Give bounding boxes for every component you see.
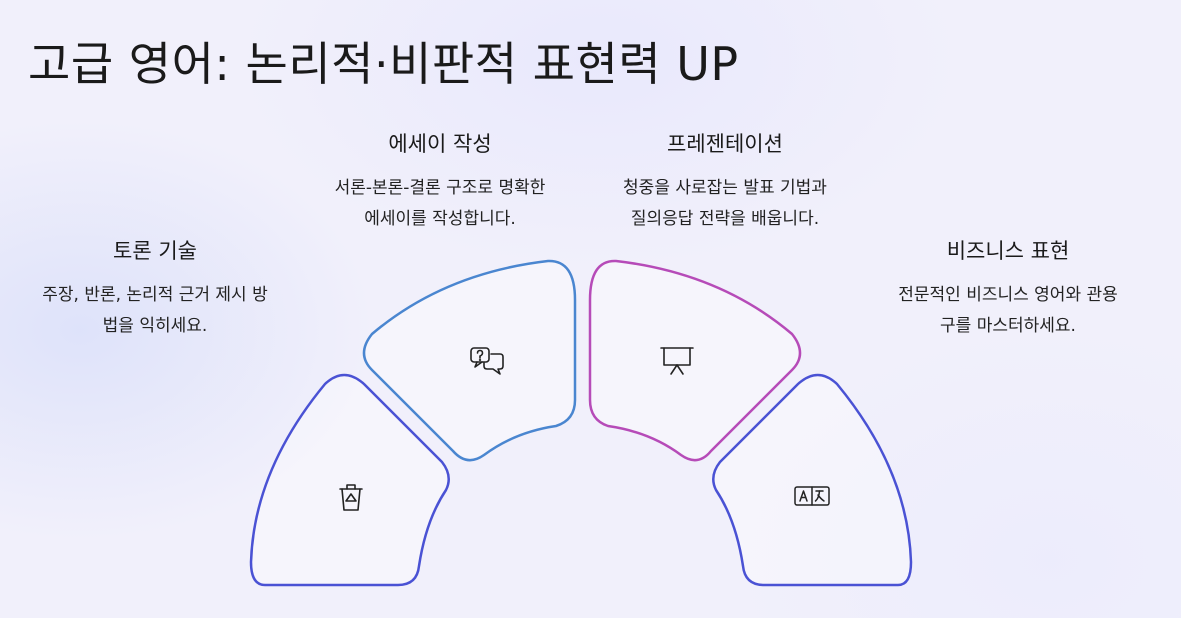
segment-presentation[interactable] <box>588 259 802 462</box>
label-essay: 에세이 작성 서론-본론-결론 구조로 명확한 에세이를 작성합니다. <box>300 129 580 235</box>
segment-debate[interactable] <box>249 373 450 587</box>
label-presentation: 프레젠테이션 청중을 사로잡는 발표 기법과 질의응답 전략을 배웁니다. <box>590 129 860 235</box>
page-title: 고급 영어: 논리적·비판적 표현력 UP <box>28 37 739 91</box>
speech-bubbles-icon <box>470 347 504 375</box>
label-debate-title: 토론 기술 <box>113 239 197 263</box>
label-business-desc-line: 전문적인 비즈니스 영어와 관용 <box>898 285 1118 305</box>
label-essay-desc-line: 서론-본론-결론 구조로 명확한 <box>334 178 546 198</box>
label-essay-title: 에세이 작성 <box>388 132 492 156</box>
segment-business[interactable] <box>712 373 913 587</box>
label-business-desc-line: 구를 마스터하세요. <box>940 316 1076 336</box>
label-essay-desc-line: 에세이를 작성합니다. <box>364 209 516 229</box>
label-debate: 토론 기술 주장, 반론, 논리적 근거 제시 방 법을 익히세요. <box>20 236 290 342</box>
label-presentation-desc-line: 질의응답 전략을 배웁니다. <box>630 209 820 229</box>
label-essay-desc: 서론-본론-결론 구조로 명확한 에세이를 작성합니다. <box>300 173 580 235</box>
segment-business-shape[interactable] <box>712 373 913 587</box>
presentation-board-icon <box>660 347 694 375</box>
segment-essay-shape[interactable] <box>362 259 577 462</box>
trash-recycle-icon <box>339 484 363 511</box>
label-debate-desc-line: 주장, 반론, 논리적 근거 제시 방 <box>42 285 268 305</box>
label-business: 비즈니스 표현 전문적인 비즈니스 영어와 관용 구를 마스터하세요. <box>866 236 1150 342</box>
label-debate-desc: 주장, 반론, 논리적 근거 제시 방 법을 익히세요. <box>20 280 290 342</box>
label-presentation-title: 프레젠테이션 <box>667 132 783 156</box>
label-business-title: 비즈니스 표현 <box>946 239 1070 263</box>
label-presentation-desc-line: 청중을 사로잡는 발표 기법과 <box>623 178 827 198</box>
segment-essay[interactable] <box>362 259 577 462</box>
segment-debate-shape[interactable] <box>249 373 450 587</box>
segment-presentation-shape[interactable] <box>588 259 802 462</box>
translate-icon <box>794 486 830 506</box>
label-business-desc: 전문적인 비즈니스 영어와 관용 구를 마스터하세요. <box>866 280 1150 342</box>
label-presentation-desc: 청중을 사로잡는 발표 기법과 질의응답 전략을 배웁니다. <box>590 173 860 235</box>
label-debate-desc-line: 법을 익히세요. <box>102 316 208 336</box>
